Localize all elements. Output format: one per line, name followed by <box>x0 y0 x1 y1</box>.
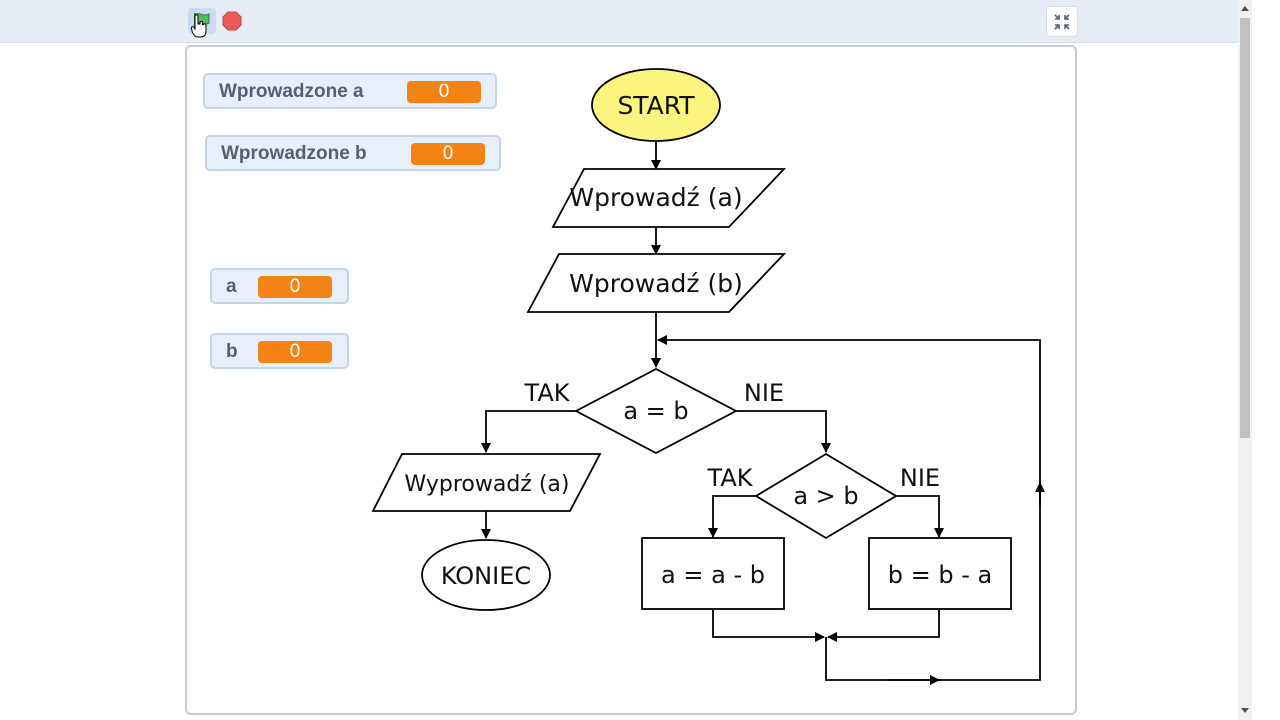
assign-b-node <box>868 537 1012 610</box>
decision-gt-label: a > b <box>793 482 858 510</box>
stage-header <box>0 0 1238 43</box>
decision-gt-no-label: NIE <box>900 464 940 492</box>
connector-gt-no <box>896 495 944 538</box>
decision-eq-no-label: NIE <box>744 379 784 407</box>
input-b-label: Wprowadź (b) <box>569 269 743 298</box>
scroll-up-arrow-icon[interactable] <box>1241 6 1249 11</box>
monitor-value: 0 <box>258 341 332 363</box>
input-a-node <box>551 168 787 228</box>
monitor-label: Wprowadzone a <box>219 81 364 102</box>
flowchart: START Wprowadź (a) Wprowadź (b) a = b TA… <box>371 68 1045 685</box>
stop-icon[interactable] <box>222 11 242 31</box>
monitor-label: b <box>226 341 238 362</box>
connector-gt-yes <box>708 495 756 538</box>
scroll-thumb[interactable] <box>1240 18 1250 438</box>
monitor-value: 0 <box>258 276 332 298</box>
start-label: START <box>617 91 695 120</box>
assign-a-node <box>641 537 785 610</box>
monitor-label: Wprowadzone b <box>221 143 367 164</box>
page-gutter <box>1252 0 1280 720</box>
decision-eq-yes-label: TAK <box>524 379 571 407</box>
decision-gt-yes-label: TAK <box>707 464 754 492</box>
hand-cursor-icon <box>191 14 207 38</box>
decision-eq-label: a = b <box>623 397 688 425</box>
output-a-label: Wyprowadź (a) <box>405 472 570 497</box>
assign-b-label: b = b - a <box>888 561 992 589</box>
scroll-down-arrow-icon[interactable] <box>1241 708 1249 713</box>
exit-fullscreen-icon <box>1054 14 1070 30</box>
decision-eq-node <box>574 367 738 455</box>
connector-assign-a-merge <box>712 610 825 642</box>
connector-yes-output <box>481 410 576 453</box>
connector-loop-back <box>657 335 1041 681</box>
monitor-b[interactable]: b 0 <box>210 333 349 369</box>
monitor-wprowadzone-a[interactable]: Wprowadzone a 0 <box>203 73 497 109</box>
monitor-value: 0 <box>411 143 485 165</box>
connector-assign-b-merge <box>827 610 940 642</box>
output-a-node <box>371 453 602 512</box>
vertical-scrollbar[interactable] <box>1238 0 1252 720</box>
assign-a-label: a = a - b <box>661 561 765 589</box>
monitor-wprowadzone-b[interactable]: Wprowadzone b 0 <box>205 135 501 171</box>
monitor-label: a <box>226 276 237 297</box>
input-b-node <box>526 253 787 313</box>
decision-gt-node <box>754 452 898 540</box>
end-label: KONIEC <box>441 562 531 590</box>
stage[interactable]: Wprowadzone a 0 Wprowadzone b 0 a 0 b 0 <box>185 45 1077 715</box>
start-node <box>591 68 721 142</box>
input-a-label: Wprowadź (a) <box>569 183 742 212</box>
connector-no-decision-gt <box>736 410 831 453</box>
monitor-a[interactable]: a 0 <box>210 268 349 304</box>
exit-fullscreen-button[interactable] <box>1046 6 1078 37</box>
monitor-value: 0 <box>407 81 481 103</box>
end-node <box>421 539 551 611</box>
